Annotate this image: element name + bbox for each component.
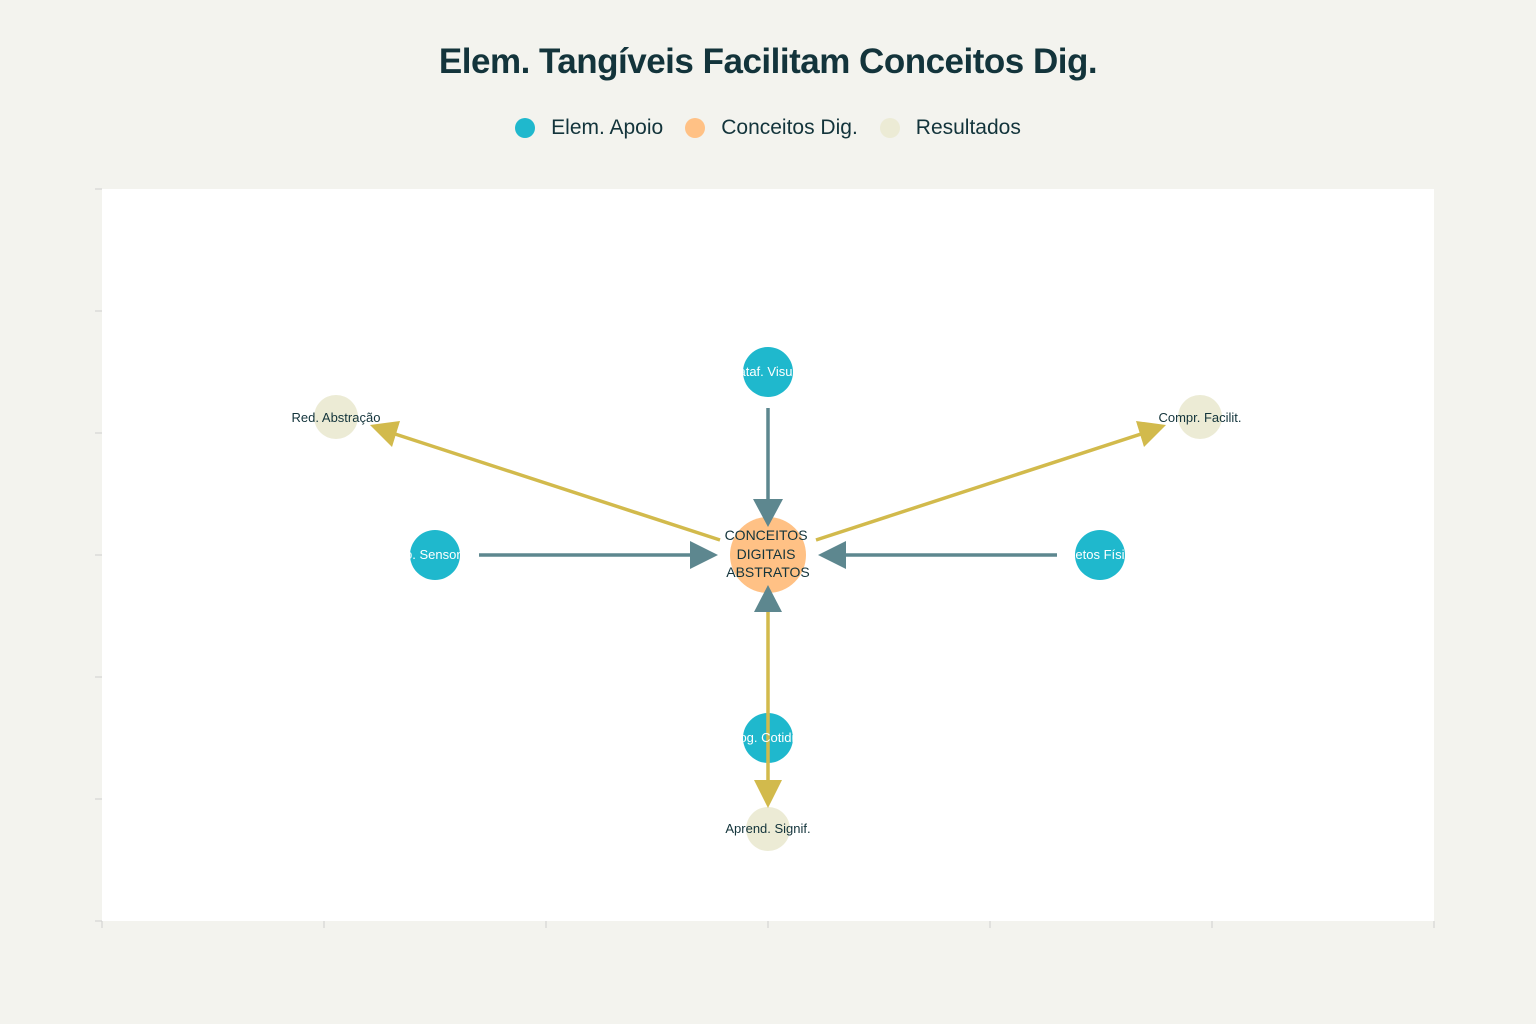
arrowhead-top-icon [753, 499, 783, 527]
result-arrows [391, 431, 1145, 786]
result-arrowheads [370, 421, 1166, 808]
result-label-meaningful-learning: Aprend. Signif. [725, 821, 810, 836]
arrowhead-meaningful-learning-icon [754, 780, 782, 808]
support-node-sensory-experiences[interactable] [410, 530, 460, 580]
support-label-visual-platforms: Plataf. Visuais [727, 364, 810, 379]
support-arrowheads [690, 499, 846, 569]
support-label-sensory-experiences: Exp. Sensoriais [390, 547, 481, 562]
legend-item-results[interactable]: Resultados [879, 116, 1021, 140]
arrowhead-left-icon [690, 541, 718, 569]
support-node-visual-platforms[interactable] [743, 347, 793, 397]
legend-label-concepts: Conceitos Dig. [721, 116, 858, 139]
result-label-reduced-abstraction: Red. Abstração [292, 410, 381, 425]
center-node-abstract-concepts[interactable] [730, 517, 806, 593]
arrowhead-bottom-to-center-icon [754, 585, 782, 612]
center-node-label: CONCEITOS DIGITAIS ABSTRATOS [725, 527, 812, 580]
legend: Elem. Apoio Conceitos Dig. Resultados [0, 116, 1536, 140]
result-label-facilitated-comprehension: Compr. Facilit. [1158, 410, 1241, 425]
support-label-everyday-analogies: Analog. Cotidianas [713, 730, 823, 745]
arrowhead-reduced-abstraction-icon [370, 421, 400, 447]
arrow-center-to-facilitated-comprehension [815, 431, 1145, 542]
arrow-center-to-reduced-abstraction [391, 431, 721, 542]
support-arrows [479, 408, 1057, 557]
result-node-reduced-abstraction[interactable] [314, 395, 358, 439]
legend-dot-results-icon [879, 118, 900, 138]
legend-label-results: Resultados [915, 116, 1021, 139]
legend-label-support: Elem. Apoio [551, 116, 664, 139]
arrowhead-facilitated-comprehension-icon [1136, 421, 1166, 447]
legend-item-concepts[interactable]: Conceitos Dig. [685, 116, 858, 140]
legend-dot-concepts-icon [685, 118, 706, 138]
support-node-physical-objects[interactable] [1075, 530, 1125, 580]
chart-title: Elem. Tangíveis Facilitam Conceitos Dig. [438, 42, 1098, 81]
result-node-facilitated-comprehension[interactable] [1178, 395, 1222, 439]
arrowhead-right-icon [818, 541, 846, 569]
legend-dot-support-icon [515, 118, 536, 138]
legend-item-support[interactable]: Elem. Apoio [515, 116, 663, 140]
support-label-physical-objects: Objetos Físicos [1055, 547, 1145, 562]
axis-ticks [95, 188, 1435, 928]
result-node-meaningful-learning[interactable] [746, 807, 790, 851]
